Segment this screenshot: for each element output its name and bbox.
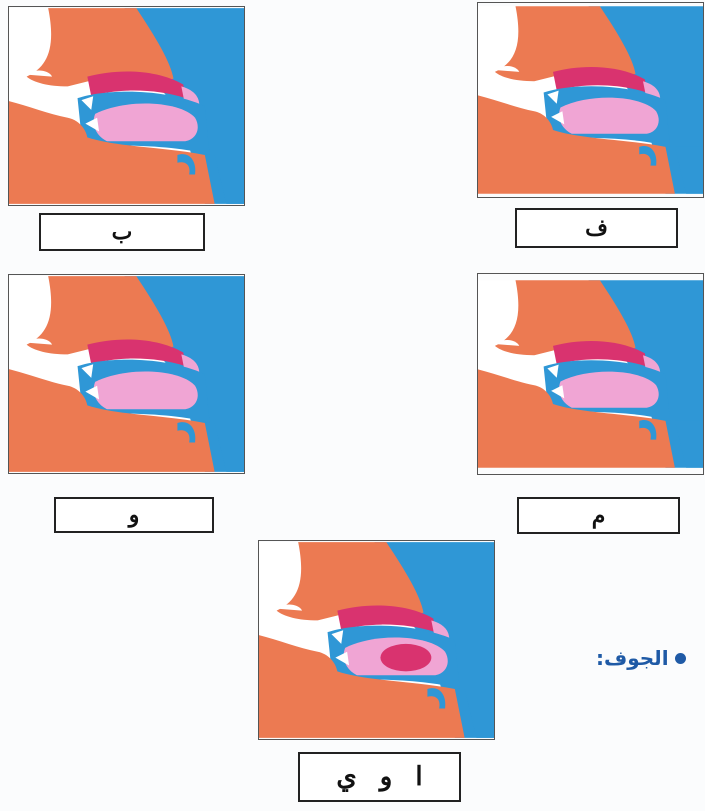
bullet-dot-icon: [675, 653, 686, 664]
head-cross-section-illustration: [478, 3, 703, 197]
head-cross-section-illustration: [9, 275, 244, 473]
label-jawf: ا و ي: [298, 752, 461, 802]
side-label-jawf: الجوف:: [596, 646, 686, 670]
illustration-fa: [477, 2, 704, 198]
illustration-jawf: [258, 540, 495, 740]
jawf-cavity-highlight: [380, 644, 431, 671]
label-waw: و: [54, 497, 214, 533]
head-cross-section-illustration: [9, 7, 244, 205]
side-label-text: الجوف:: [596, 646, 669, 670]
label-fa: ف: [515, 208, 678, 248]
label-mim: م: [517, 497, 680, 534]
label-ba: ب: [39, 213, 205, 251]
illustration-ba: [8, 6, 245, 206]
head-cross-section-illustration: [478, 274, 703, 474]
illustration-mim: [477, 273, 704, 475]
head-cross-section-illustration: [259, 541, 494, 739]
illustration-waw: [8, 274, 245, 474]
